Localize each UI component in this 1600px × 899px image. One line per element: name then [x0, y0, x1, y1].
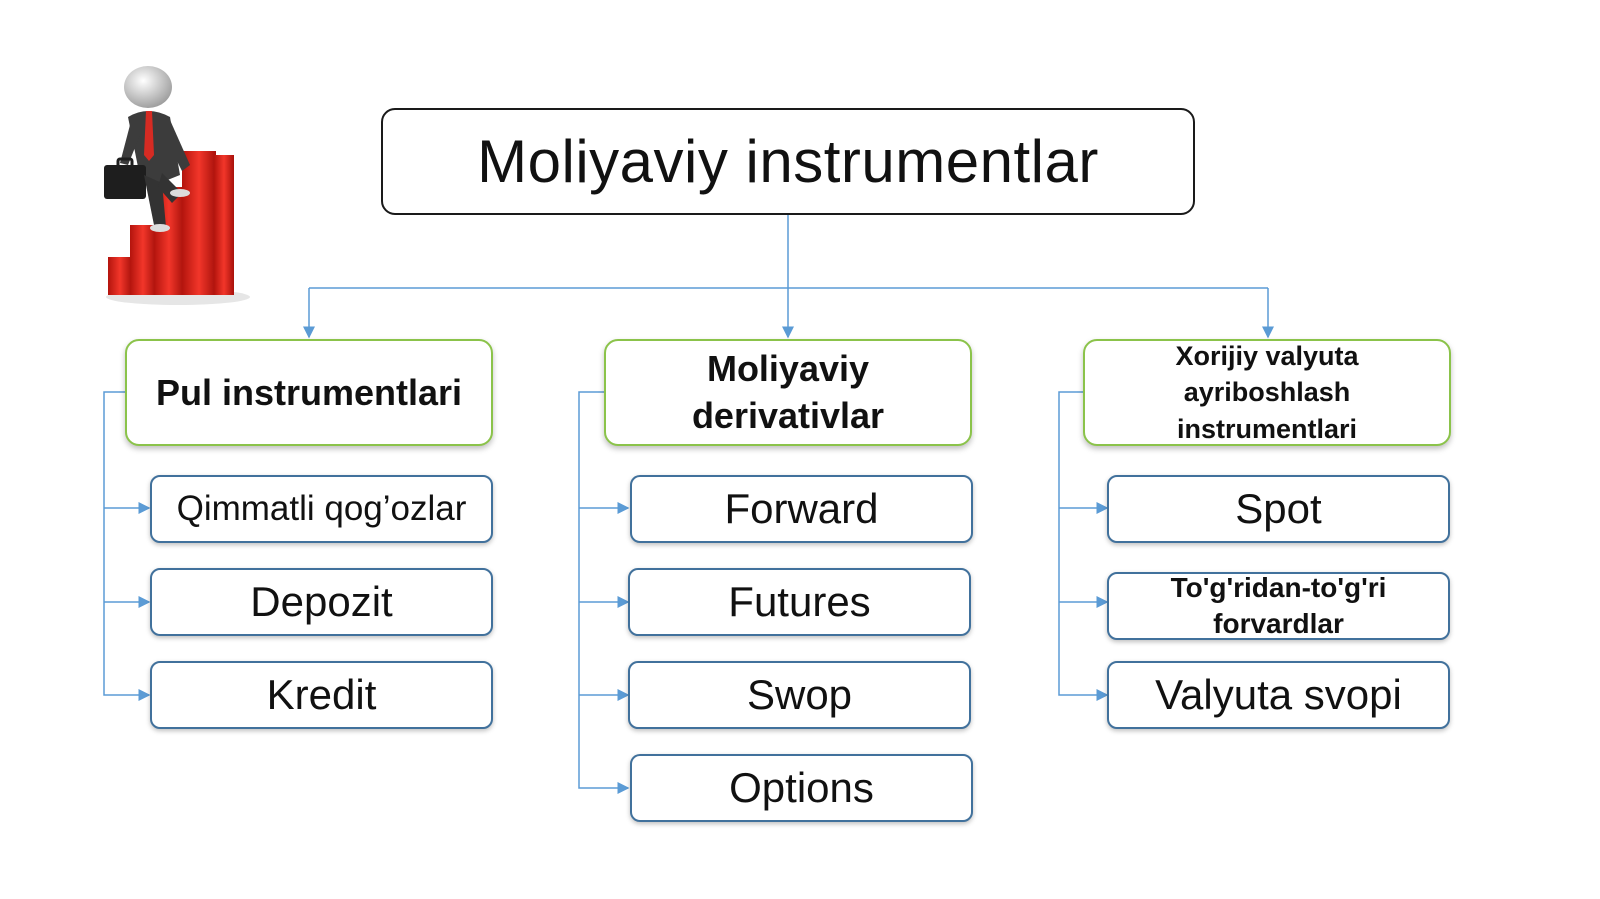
root-node: Moliyaviy instrumentlar [381, 108, 1195, 215]
leaf-label: Futures [728, 578, 871, 625]
leaf-node: Options [630, 754, 973, 822]
leaf-node: Qimmatli qog’ozlar [150, 475, 493, 543]
leaf-node: Spot [1107, 475, 1450, 543]
leaf-label: Depozit [250, 578, 393, 625]
leaf-node: Futures [628, 568, 971, 636]
leaf-label: Spot [1235, 485, 1322, 532]
leaf-node: Kredit [150, 661, 493, 729]
leaf-label: Swop [746, 671, 853, 718]
category-label: Pul instrumentlari [155, 371, 463, 413]
leaf-node: Depozit [150, 568, 493, 636]
businessman-climbing-bar-chart-icon [104, 66, 250, 305]
leaf-node: Swop [628, 661, 971, 729]
root-label: Moliyaviy instrumentlar [477, 128, 1099, 195]
leaf-node: Forward [630, 475, 973, 543]
leaf-node: To'g'ridan-to'g'ri forvardlar [1107, 572, 1450, 640]
leaf-label: Options [729, 764, 874, 811]
category-label: Xorijiy valyuta ayriboshlash instrumentl… [1175, 340, 1359, 444]
leaf-label: Forward [724, 485, 879, 532]
leaf-node: Valyuta svopi [1107, 661, 1450, 729]
leaf-label: Kredit [266, 671, 377, 718]
category-node-moliyaviy-derivativlar: Moliyaviy derivativlar [604, 339, 972, 446]
leaf-label: To'g'ridan-to'g'ri forvardlar [1170, 571, 1387, 639]
category-node-pul-instrumentlari: Pul instrumentlari [125, 339, 493, 446]
leaf-label: Valyuta svopi [1155, 671, 1402, 718]
category-label: Moliyaviy derivativlar [691, 347, 885, 436]
leaf-label: Qimmatli qog’ozlar [176, 489, 467, 528]
category-node-xorijiy-valyuta: Xorijiy valyuta ayriboshlash instrumentl… [1083, 339, 1451, 446]
